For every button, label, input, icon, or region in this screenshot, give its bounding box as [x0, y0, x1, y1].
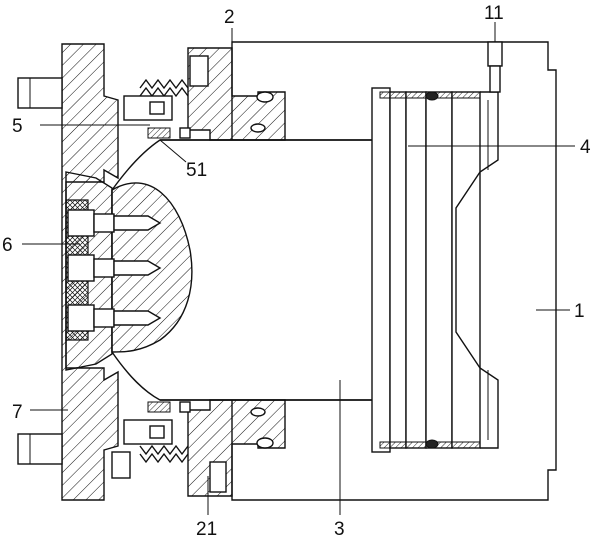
- lower-seal-ring: [187, 399, 286, 497]
- label-21: 21: [196, 519, 217, 540]
- label-4: 4: [580, 137, 591, 158]
- left-shafts: [17, 77, 63, 465]
- label-1: 1: [574, 301, 585, 322]
- label-6: 6: [2, 235, 13, 256]
- label-5: 5: [12, 116, 23, 137]
- bolt: [67, 304, 162, 332]
- leader-lines: [22, 22, 575, 515]
- bellows-lower: [111, 419, 189, 479]
- label-3: 3: [334, 519, 345, 540]
- label-51: 51: [186, 160, 207, 181]
- label-11: 11: [484, 3, 504, 24]
- sensor-port: [487, 41, 503, 93]
- bolt: [67, 209, 162, 237]
- piston-rod-lines: [160, 139, 380, 401]
- seal-pads: [147, 127, 191, 413]
- bolts: [67, 209, 162, 332]
- label-2: 2: [224, 7, 235, 28]
- upper-seal-ring: [187, 47, 286, 141]
- bellows-upper: [123, 78, 189, 121]
- piston-disk: [371, 87, 499, 453]
- bolt: [67, 254, 162, 282]
- label-7: 7: [12, 402, 23, 423]
